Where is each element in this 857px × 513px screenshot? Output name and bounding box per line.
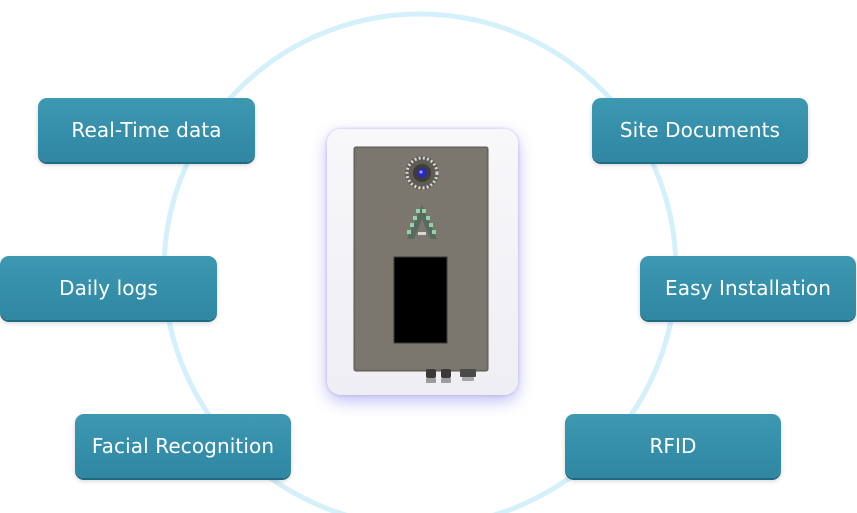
feature-daily-logs: Daily logs <box>0 256 217 320</box>
feature-easy-installation: Easy Installation <box>640 256 856 320</box>
access-terminal-device <box>353 146 489 383</box>
feature-real-time-data: Real-Time data <box>38 98 255 162</box>
feature-rfid: RFID <box>565 414 781 478</box>
cable-connectors <box>426 369 476 383</box>
device-card <box>327 129 518 395</box>
feature-site-documents: Site Documents <box>592 98 808 162</box>
feature-facial-recognition: Facial Recognition <box>75 414 291 478</box>
camera-icon <box>405 156 439 190</box>
triangle-logo-icon <box>407 205 437 239</box>
display-screen <box>393 256 448 344</box>
